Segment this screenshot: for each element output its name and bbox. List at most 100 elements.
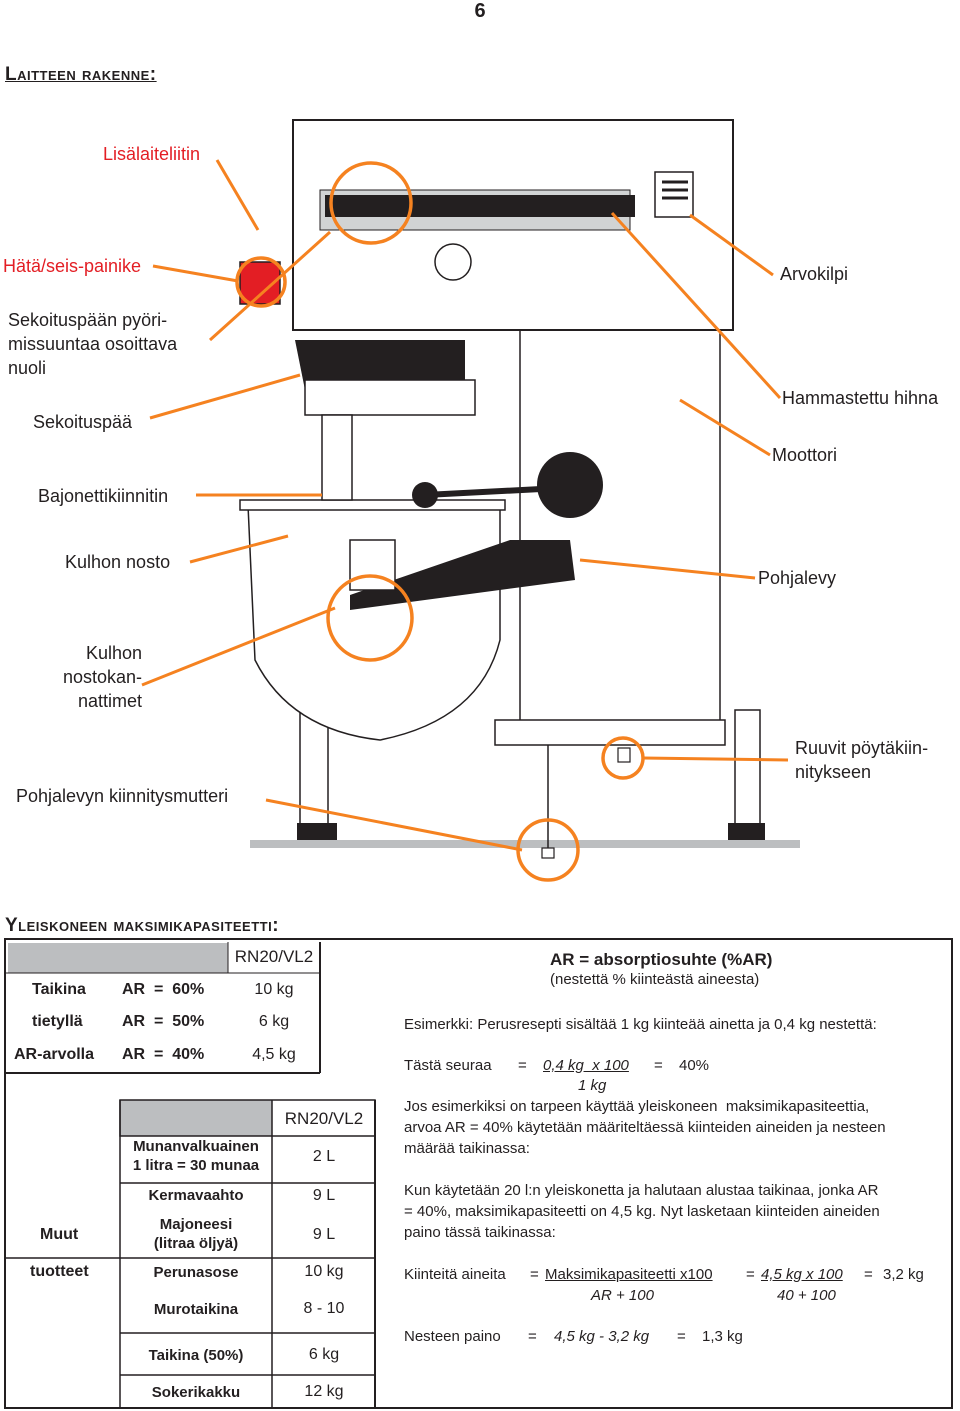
solids-eq-1: =: [530, 1266, 539, 1283]
table2-product-4: Perunasose: [153, 1264, 239, 1281]
bowl: [247, 504, 501, 741]
table2-value-5: 8 - 10: [303, 1300, 345, 1317]
result-eq-2: =: [654, 1057, 663, 1074]
table2-group-label-1: Muut: [40, 1226, 79, 1243]
page-number: 6: [474, 0, 486, 22]
arrow-kiinnitysmutteri: [265, 798, 523, 852]
result-eq-1: =: [518, 1057, 527, 1074]
capacity-tables-frame: [4, 938, 953, 1409]
toothed-belt: [325, 195, 635, 217]
result-label: Tästä seuraa: [404, 1057, 492, 1074]
arrow-hata: [152, 264, 239, 283]
body-column: [519, 329, 721, 731]
label-pohjalevy: Pohjalevy: [758, 568, 837, 588]
para2-line3: paino tässä taikinassa:: [404, 1224, 556, 1241]
arrow-moottori: [679, 398, 771, 457]
table1-ar-3: AR = 40%: [122, 1046, 205, 1063]
table2-product-6: Taikina (50%): [148, 1347, 244, 1364]
section-title-capacity: Yleiskoneen maksimikapasiteetti:: [5, 915, 280, 936]
label-nuoli-2: missuuntaa osoittava: [8, 334, 178, 354]
table2-value-6: 6 kg: [308, 1346, 340, 1363]
lever-knob: [412, 482, 438, 508]
table2-product-2: Kermavaahto: [148, 1187, 244, 1204]
label-moottori: Moottori: [772, 445, 838, 465]
solids-numerator-1: Maksimikapasiteetti x100: [545, 1266, 713, 1283]
label-bajonetti: Bajonettikiinnitin: [38, 486, 169, 506]
table2-value-2: 9 L: [312, 1187, 336, 1204]
label-hihna: Hammastettu hihna: [782, 388, 939, 408]
callout-circle-bracket: [326, 574, 414, 662]
attachment-shaft: [321, 414, 353, 501]
table1-ar-1: AR = 60%: [122, 981, 205, 998]
solids-denominator-2: 40 + 100: [777, 1287, 836, 1304]
mixing-head-dark: [295, 340, 465, 390]
arrow-pohjalevy: [579, 558, 756, 580]
label-kiinnitysmutteri: Pohjalevyn kiinnitysmutteri: [16, 786, 229, 806]
table1-cap-3: 4,5 kg: [252, 1046, 296, 1063]
label-arvokilpi: Arvokilpi: [780, 264, 849, 284]
label-sekoituspaa: Sekoituspää: [33, 412, 133, 432]
solids-result: 3,2 kg: [883, 1266, 924, 1283]
arrow-hihna: [610, 211, 782, 400]
table2-value-3: 9 L: [312, 1226, 336, 1243]
liquid-result: 1,3 kg: [702, 1328, 743, 1345]
table1-rowlabel-2: tietyllä: [32, 1013, 83, 1030]
label-nostokannattimet-3: nattimet: [77, 691, 142, 711]
solids-eq-3: =: [864, 1266, 873, 1283]
arrow-ruuvit: [642, 756, 789, 762]
label-nuoli-1: Sekoituspään pyöri-: [8, 310, 168, 330]
table1-cap-2: 6 kg: [258, 1013, 290, 1030]
label-nostokannattimet-1: Kulhon: [85, 643, 142, 663]
arrow-sekoituspaa: [149, 373, 301, 420]
ar-subtitle: (nestettä % kiinteästä aineesta): [550, 971, 760, 988]
bowl-rim: [239, 499, 506, 511]
label-kulhon-nosto: Kulhon nosto: [65, 552, 171, 572]
table2-value-4: 10 kg: [304, 1263, 344, 1280]
arrow-nuoli: [208, 230, 332, 342]
para1-line2: arvoa AR = 40% käytetään määriteltäessä …: [404, 1119, 886, 1136]
solids-numerator-2: 4,5 kg x 100: [761, 1266, 843, 1283]
liquid-eq-2: =: [677, 1328, 686, 1345]
table2-product-3b: (litraa öljyä): [153, 1235, 239, 1252]
liquid-eq-1: =: [528, 1328, 537, 1345]
ground-plate: [250, 840, 800, 848]
liquid-label: Nesteen paino: [404, 1328, 501, 1345]
result-numerator: 0,4 kg x 100: [543, 1057, 629, 1074]
result-denominator: 1 kg: [578, 1077, 607, 1094]
table1-cap-1: 10 kg: [254, 981, 294, 998]
label-hata: Hätä/seis-painike: [3, 256, 142, 276]
para1-line1: Jos esimerkiksi on tarpeen käyttää yleis…: [404, 1098, 870, 1115]
label-ruuvit-2: nitykseen: [795, 762, 872, 782]
label-ruuvit-1: Ruuvit pöytäkiin-: [795, 738, 929, 758]
lift-wheel: [537, 452, 603, 518]
table2-product-3a: Majoneesi: [159, 1216, 233, 1233]
liquid-expression: 4,5 kg - 3,2 kg: [554, 1328, 650, 1345]
table2-value-7: 12 kg: [304, 1383, 344, 1400]
label-nostokannattimet-2: nostokan-: [62, 667, 142, 687]
para1-line3: määrää taikinassa:: [404, 1140, 530, 1157]
solids-label: Kiinteitä aineita: [404, 1266, 506, 1283]
leg-right: [734, 709, 761, 831]
rating-plate: [654, 171, 694, 218]
arrow-lisalaiteliitin: [215, 159, 260, 231]
example-text: Esimerkki: Perusresepti sisältää 1 kg ki…: [404, 1016, 877, 1033]
label-nuoli-3: nuoli: [8, 358, 47, 378]
table1-ar-2: AR = 50%: [122, 1013, 205, 1030]
result-value: 40%: [679, 1057, 710, 1074]
table1-rowlabel-1: Taikina: [32, 981, 86, 998]
table1-header: RN20/VL2: [234, 947, 314, 966]
para2-line2: = 40%, maksimikapasiteetti on 4,5 kg. Ny…: [404, 1203, 880, 1220]
solids-eq-2: =: [746, 1266, 755, 1283]
table2-product-5: Murotaikina: [153, 1301, 239, 1318]
label-lisalaiteliitin: Lisälaiteliitin: [103, 144, 201, 164]
machine-diagram: [141, 119, 800, 882]
section-title-structure: Laitteen rakenne:: [5, 64, 157, 85]
arrow-kulhon-nosto: [189, 534, 289, 564]
table1-rowlabel-3: AR-arvolla: [14, 1046, 95, 1063]
table2-group-label-2: tuotteet: [30, 1263, 89, 1280]
callout-circle-head: [329, 161, 413, 245]
table2-product-1a: Munanvalkuainen: [133, 1138, 259, 1155]
para2-line1: Kun käytetään 20 l:n yleiskonetta ja hal…: [404, 1182, 879, 1199]
table2-product-7: Sokerikakku: [151, 1384, 241, 1401]
arrow-arvokilpi: [689, 213, 774, 277]
